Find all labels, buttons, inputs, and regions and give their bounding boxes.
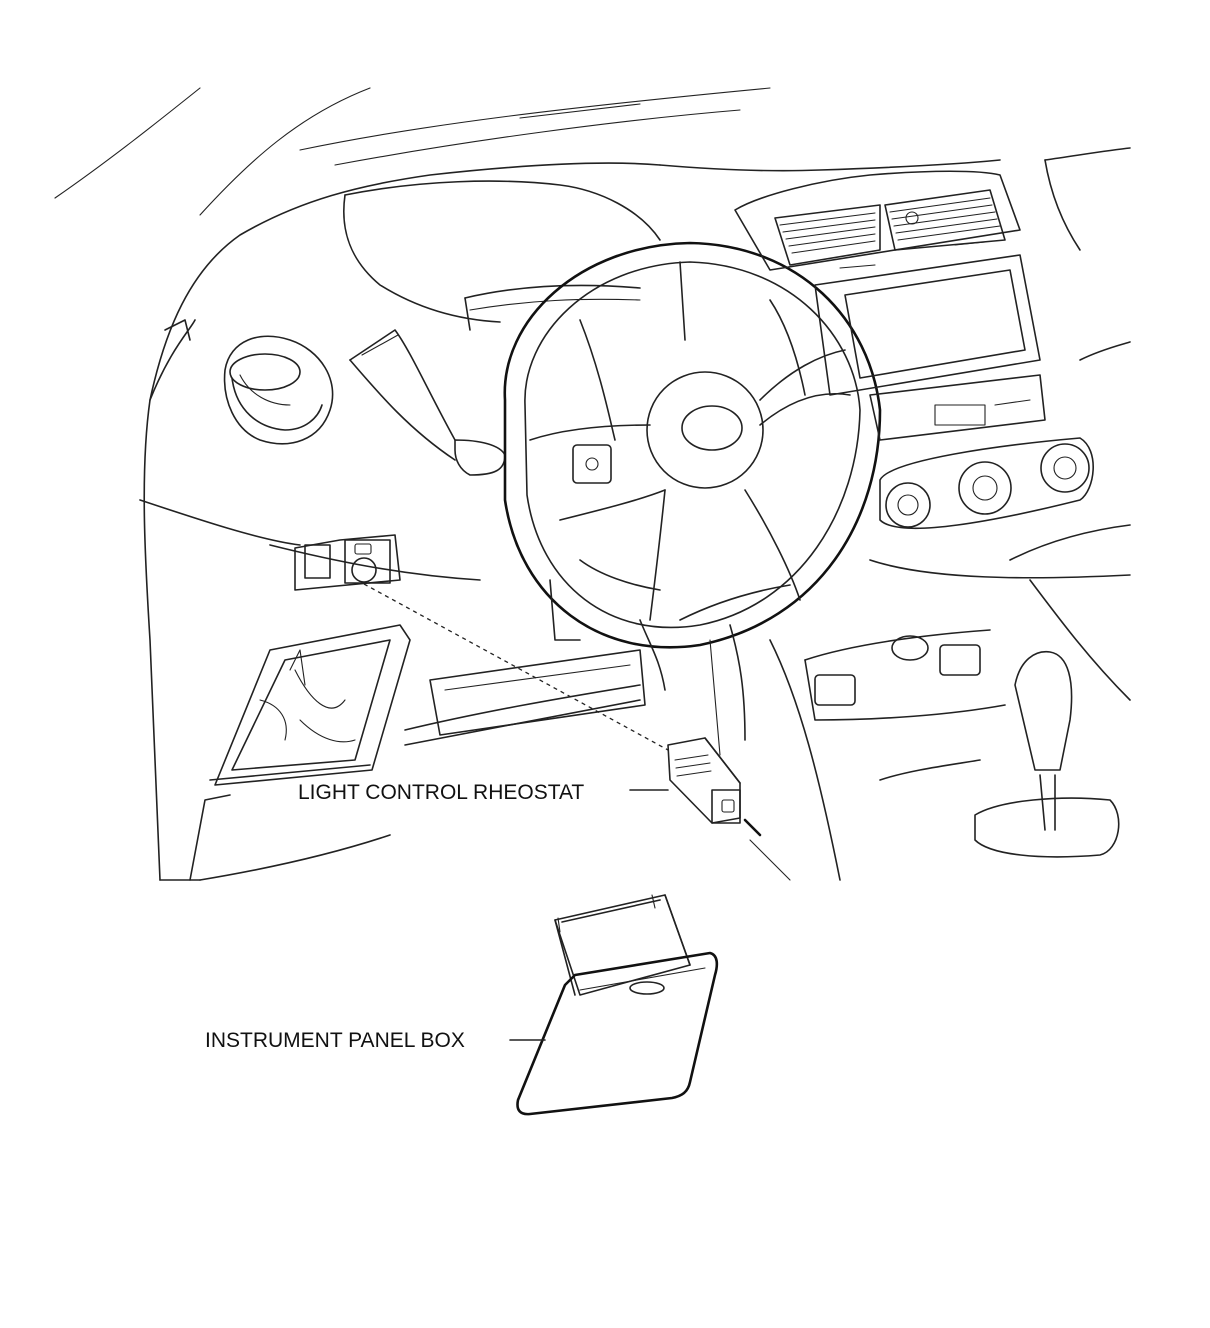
center-vents	[734, 170, 1021, 271]
lower-panel-opening	[214, 624, 411, 786]
instrument-panel-box-label: INSTRUMENT PANEL BOX	[205, 1029, 465, 1052]
center-console	[769, 629, 1120, 881]
center-display	[814, 254, 1046, 441]
windshield-edges	[54, 87, 771, 216]
rheostat-part	[667, 639, 791, 881]
instrument-panel-box-part	[516, 894, 719, 1116]
light-control-rheostat-label: LIGHT CONTROL RHEOSTAT	[298, 781, 585, 804]
location-leader	[363, 583, 669, 751]
turn-signal-stalk	[349, 329, 506, 476]
switch-panel	[294, 534, 401, 591]
steering-wheel	[503, 241, 882, 649]
climate-controls	[879, 437, 1094, 530]
lower-slot	[429, 649, 646, 736]
right-dash	[869, 147, 1131, 701]
dashboard-body	[139, 159, 1001, 881]
cluster-hood	[464, 284, 641, 331]
steering-column	[549, 579, 746, 741]
left-air-vent	[223, 335, 334, 445]
